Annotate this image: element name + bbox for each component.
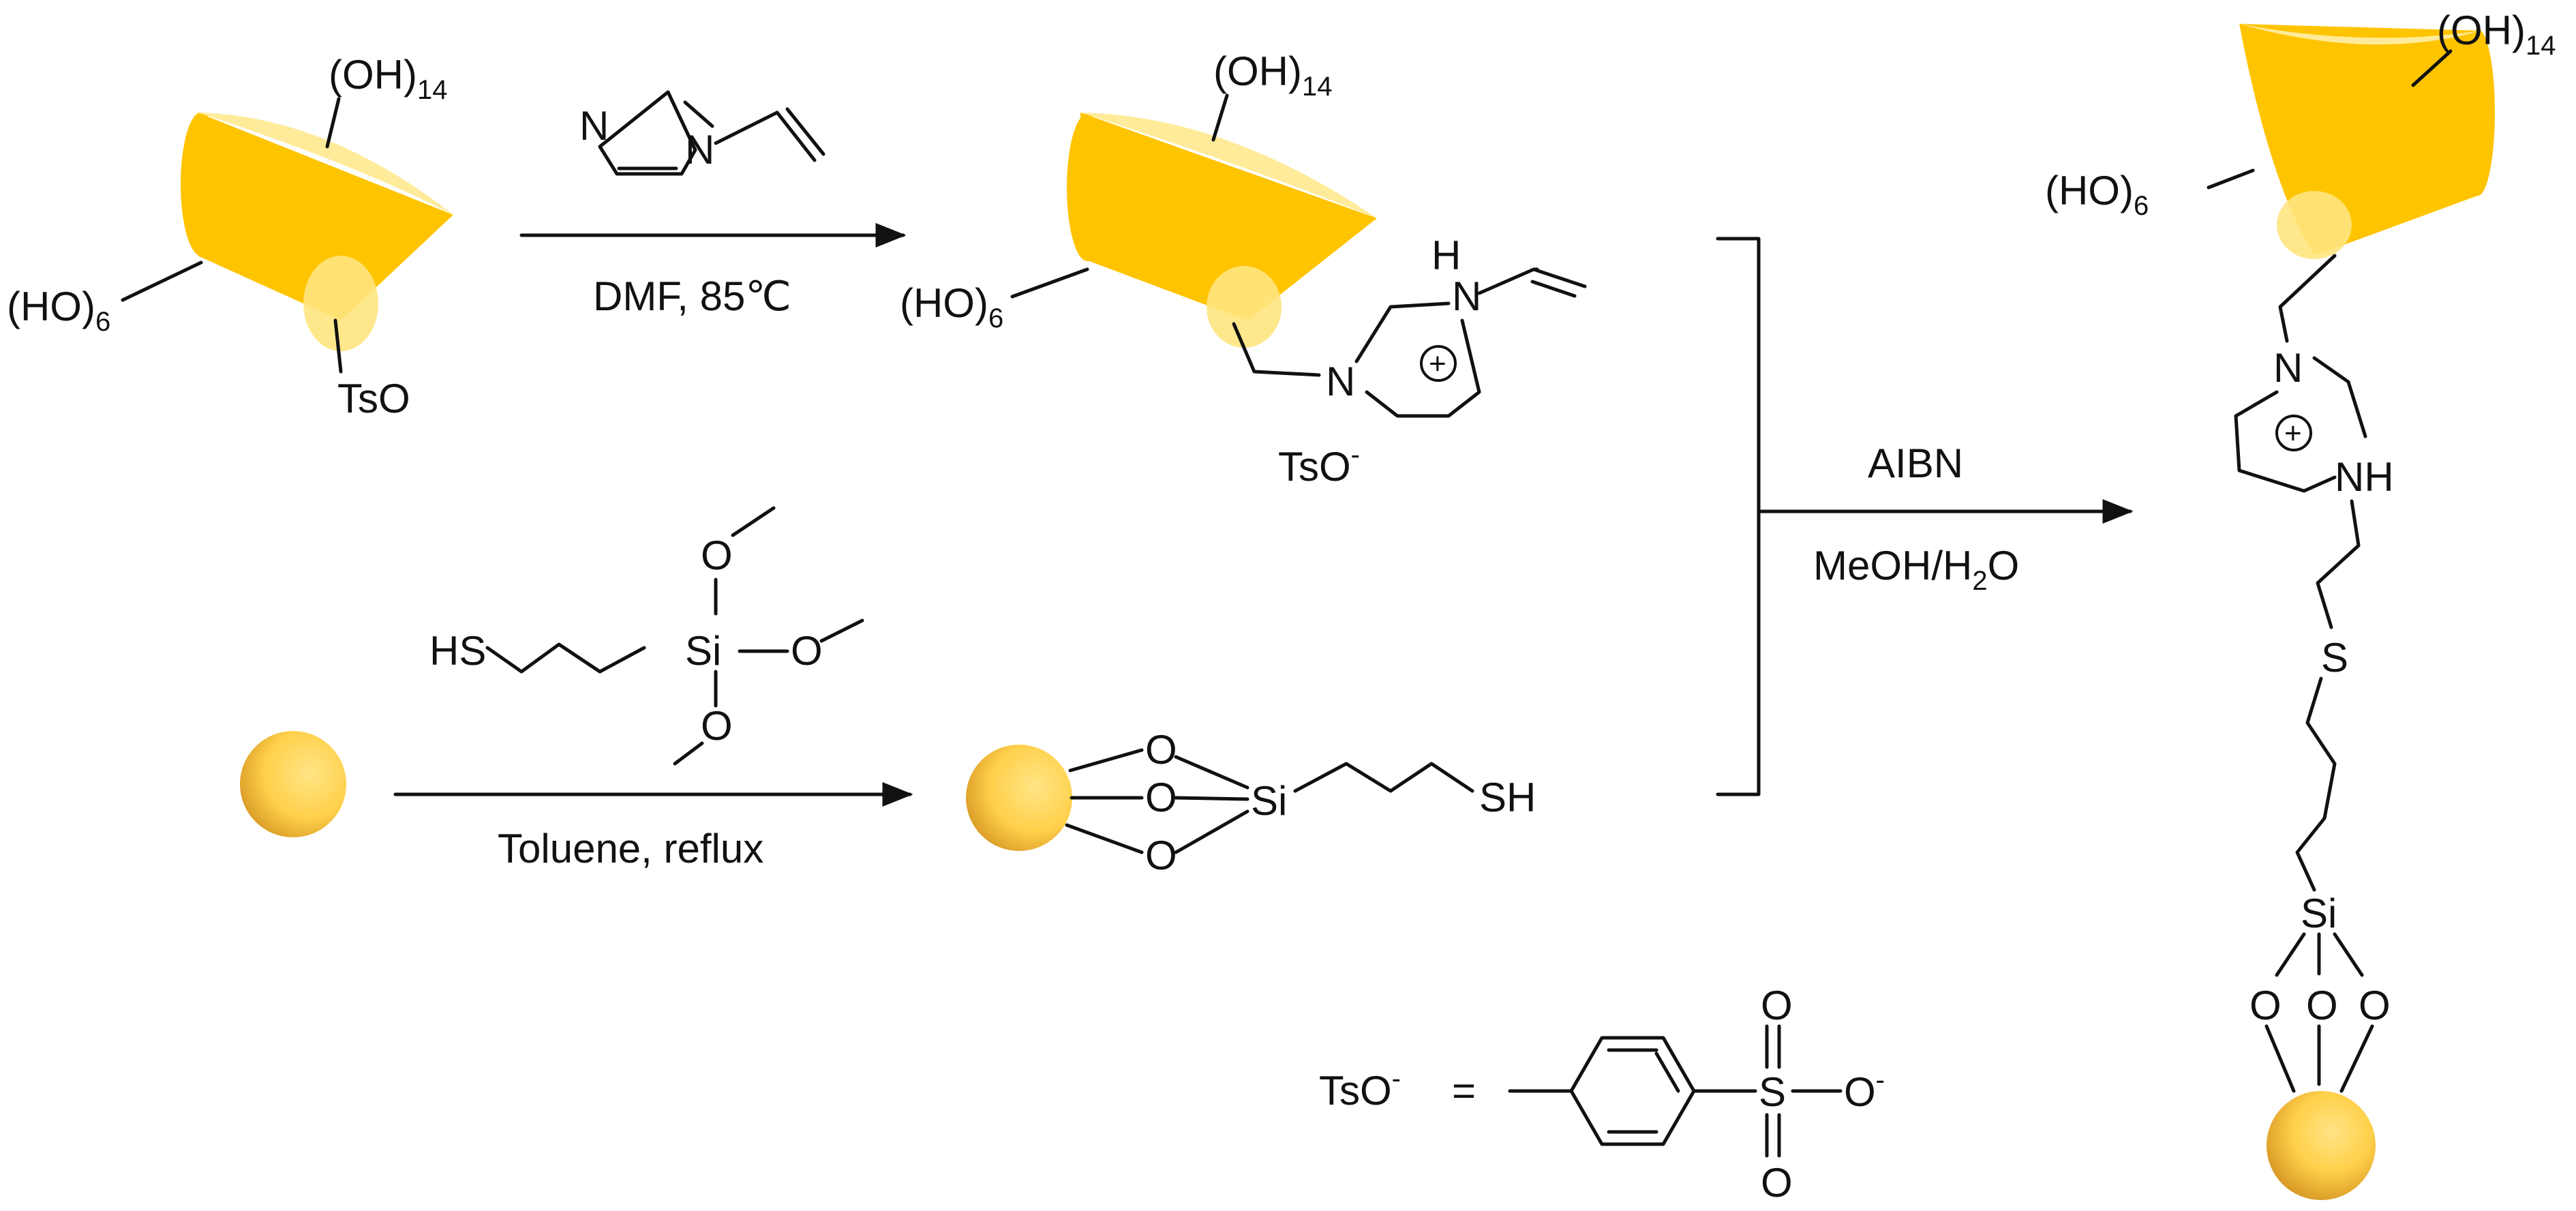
ho6-label-2: (HO)6: [900, 280, 1003, 333]
imidazolium-n1-3: N: [2273, 345, 2303, 391]
imidazole-n3: N: [579, 103, 609, 149]
oh14-label-2: (OH)14: [1213, 48, 1332, 102]
benzene-ring: [1569, 1036, 1696, 1146]
plus-charge-3: [2275, 415, 2312, 451]
o-top-reagent: O: [701, 533, 733, 578]
si-label-reagent: Si: [685, 628, 721, 674]
imidazolium-h: H: [1431, 233, 1461, 278]
bond-oh14-3: [2411, 49, 2453, 87]
cyclodextrin-tosylate: (OH)14 (HO)6 TsO: [7, 52, 453, 421]
bond-oh14-1: [325, 97, 341, 149]
step3-solvent: MeOH/H2O: [1813, 543, 2019, 596]
o-left-3: O: [2249, 983, 2282, 1028]
sh-label-2: SH: [1479, 775, 1536, 820]
cone-shape-3: [2239, 24, 2495, 259]
tso-def-label: TsO-: [1319, 1064, 1401, 1113]
hs-label: HS: [429, 628, 486, 674]
si-label-2: Si: [1251, 778, 1287, 824]
imidazolium-n1: N: [1326, 359, 1355, 404]
step2-condition: Toluene, reflux: [498, 826, 763, 871]
bond-ho6-3: [2207, 168, 2255, 190]
vinylimidazole-reagent: N N: [579, 90, 825, 176]
imidazole-n1: N: [685, 127, 714, 173]
o-top-tosyl: O: [1761, 983, 1793, 1028]
bond-ho6-1: [121, 260, 203, 302]
combining-bracket: [1716, 237, 1761, 796]
o-top-2: O: [1145, 727, 1177, 773]
silica-sphere-1: [240, 731, 346, 837]
cone-shape-2: [1067, 113, 1377, 348]
nh-label-3: NH: [2335, 454, 2394, 500]
imidazolium-cyclodextrin: (OH)14 (HO)6 N N H + TsO-: [900, 48, 1587, 490]
tosylate-definition: TsO- = S O O O-: [1319, 983, 1885, 1206]
o-bottom-tosyl: O: [1761, 1160, 1793, 1206]
plus-charge-2: [1420, 345, 1457, 382]
final-product: (OH)14 (HO)6 N + NH S Si O O O: [2045, 8, 2556, 1200]
oh14-label-3: (OH)14: [2437, 8, 2556, 61]
ho6-label-1: (HO)6: [7, 284, 110, 337]
o-bottom-2: O: [1145, 833, 1177, 878]
step1-condition: DMF, 85℃: [593, 273, 791, 319]
mercaptopropyl-trimethoxysilane: HS Si O O O: [429, 506, 864, 766]
imidazolium-n3: N: [1452, 273, 1481, 319]
s-label-3: S: [2321, 635, 2348, 681]
o-right-reagent: O: [791, 628, 823, 674]
o-right-3: O: [2359, 983, 2391, 1028]
tso-anion-label-2: TsO-: [1278, 440, 1360, 490]
plus-sign-3: +: [2284, 417, 2302, 450]
o-bottom-reagent: O: [701, 703, 733, 749]
ethyl-linker-3: [2316, 499, 2361, 629]
ho6-label-3: (HO)6: [2045, 168, 2149, 221]
sulfur-label: S: [1759, 1069, 1786, 1115]
linker-ch2-2: [1232, 322, 1321, 377]
propyl-linker-3: [2295, 676, 2337, 892]
si-label-3: Si: [2301, 891, 2337, 936]
vinyl-2: [1477, 267, 1587, 298]
bond-ho6-2: [1010, 267, 1089, 299]
bond-tso: [333, 318, 343, 374]
plus-sign-2: +: [1429, 347, 1446, 380]
step3-reagent: AIBN: [1868, 440, 1963, 486]
oh14-label-1: (OH)14: [329, 52, 447, 105]
o-middle-3: O: [2306, 983, 2338, 1028]
imidazolium-ring-2: [1354, 301, 1481, 418]
cone-shape-1: [181, 113, 453, 351]
tso-label-1: TsO: [337, 376, 410, 421]
o-anion-tosyl: O-: [1844, 1065, 1885, 1115]
thiol-silica: O O O Si SH: [966, 727, 1536, 878]
silica-sphere-2: [966, 745, 1072, 851]
equals-sign: =: [1452, 1068, 1476, 1113]
bond-oh14-2: [1211, 93, 1229, 142]
linker-ch2-3: [2278, 254, 2337, 343]
silica-sphere-3: [2267, 1091, 2376, 1200]
imidazolium-ring-3: [2234, 356, 2367, 493]
o-middle-2: O: [1145, 775, 1177, 820]
